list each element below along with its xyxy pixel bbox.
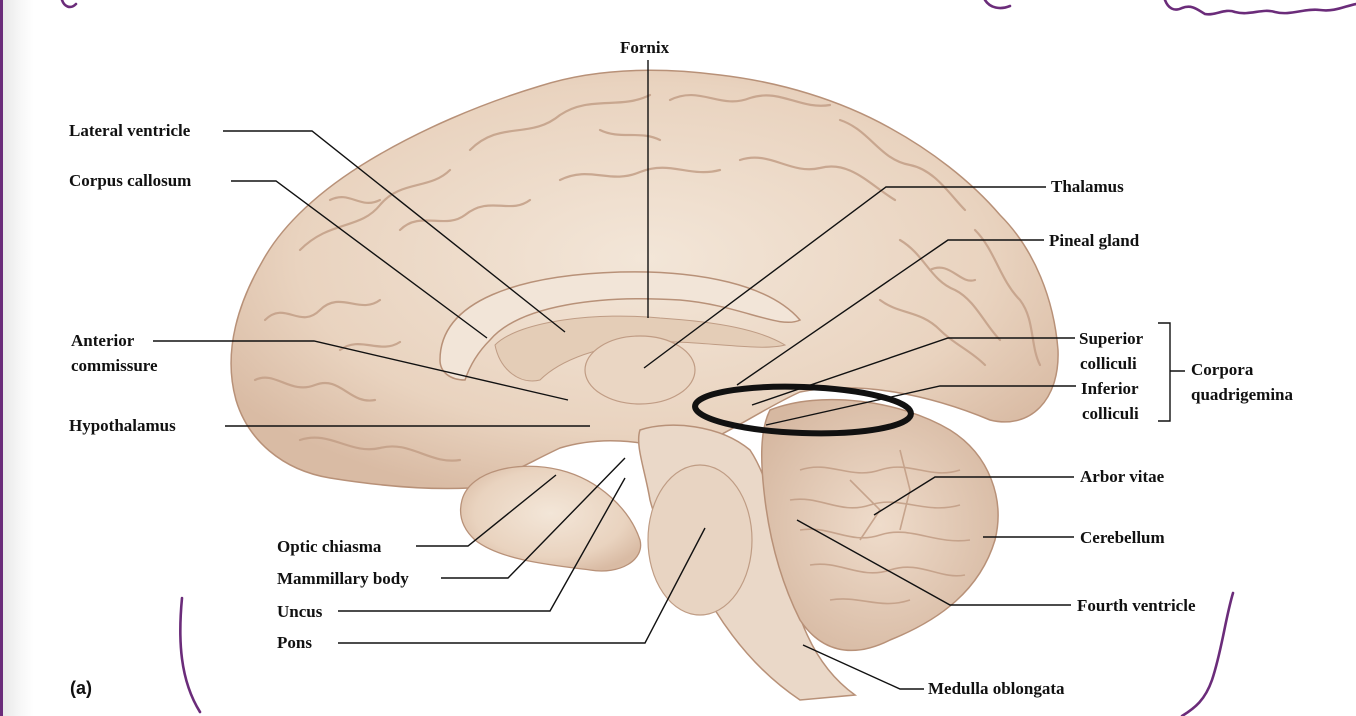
leader-inferior-colliculi: [765, 385, 1076, 426]
label-lateral-ventricle: Lateral ventricle: [69, 121, 191, 140]
leader-uncus: [338, 477, 626, 612]
page-edge-line: [0, 0, 3, 716]
label-uncus: Uncus: [277, 602, 323, 621]
figure-label: (a): [70, 678, 92, 698]
label-superior-colliculi-line2: colliculi: [1080, 354, 1137, 373]
page-edge-shadow: [0, 0, 34, 716]
label-optic-chiasma: Optic chiasma: [277, 537, 382, 556]
label-arbor-vitae: Arbor vitae: [1080, 467, 1165, 486]
label-corpora-quadrigemina-line2: quadrigemina: [1191, 385, 1294, 404]
pons-shape: [647, 464, 753, 616]
label-corpus-callosum: Corpus callosum: [69, 171, 192, 190]
label-fornix: Fornix: [620, 38, 670, 57]
leader-fourth-ventricle: [796, 519, 1071, 606]
leader-medulla-oblongata: [802, 644, 924, 690]
label-hypothalamus: Hypothalamus: [69, 416, 176, 435]
leader-corpus-callosum: [231, 180, 488, 339]
label-fourth-ventricle: Fourth ventricle: [1077, 596, 1196, 615]
leader-thalamus: [643, 186, 1046, 369]
label-superior-colliculi-line1: Superior: [1079, 329, 1144, 348]
thalamus-shape: [584, 335, 696, 405]
label-cerebellum: Cerebellum: [1080, 528, 1165, 547]
leader-lateral-ventricle: [223, 130, 566, 333]
gyri-texture: [253, 93, 1042, 462]
leader-lines: [153, 60, 1185, 690]
label-pons: Pons: [277, 633, 312, 652]
label-inferior-colliculi-line2: colliculi: [1082, 404, 1139, 423]
label-inferior-colliculi-line1: Inferior: [1081, 379, 1139, 398]
bracket-corpora-quadrigemina: [1158, 322, 1185, 422]
label-pineal-gland: Pineal gland: [1049, 231, 1140, 250]
ink-bracket-left: [179, 596, 202, 714]
cerebellum-shape: [760, 398, 999, 652]
temporal-lobe: [459, 465, 642, 572]
arbor-vitae-texture: [789, 449, 971, 605]
ink-top-right-mark-1: [983, 0, 1012, 10]
leader-anterior-commissure: [153, 340, 569, 401]
label-corpora-quadrigemina-line1: Corpora: [1191, 360, 1254, 379]
ventricle-shape: [494, 315, 787, 382]
leader-arbor-vitae: [873, 476, 1074, 516]
ink-top-left-mark: [60, 0, 78, 9]
leader-optic-chiasma: [416, 474, 557, 547]
label-anterior-commissure-line2: commissure: [71, 356, 158, 375]
ink-top-right-mark-2: [1163, 0, 1356, 16]
label-mammillary-body: Mammillary body: [277, 569, 409, 588]
corpus-callosum-shape: [439, 271, 802, 381]
ink-bracket-right: [1180, 591, 1235, 716]
leader-superior-colliculi: [751, 337, 1075, 406]
label-medulla-oblongata: Medulla oblongata: [928, 679, 1065, 698]
handwritten-annotations: [60, 0, 1356, 716]
leader-pons: [338, 527, 706, 644]
label-anterior-commissure-line1: Anterior: [71, 331, 135, 350]
label-thalamus: Thalamus: [1051, 177, 1124, 196]
leader-pineal-gland: [736, 239, 1044, 386]
colliculi-highlight-ring: [692, 383, 914, 437]
leader-mammillary-body: [441, 457, 626, 579]
